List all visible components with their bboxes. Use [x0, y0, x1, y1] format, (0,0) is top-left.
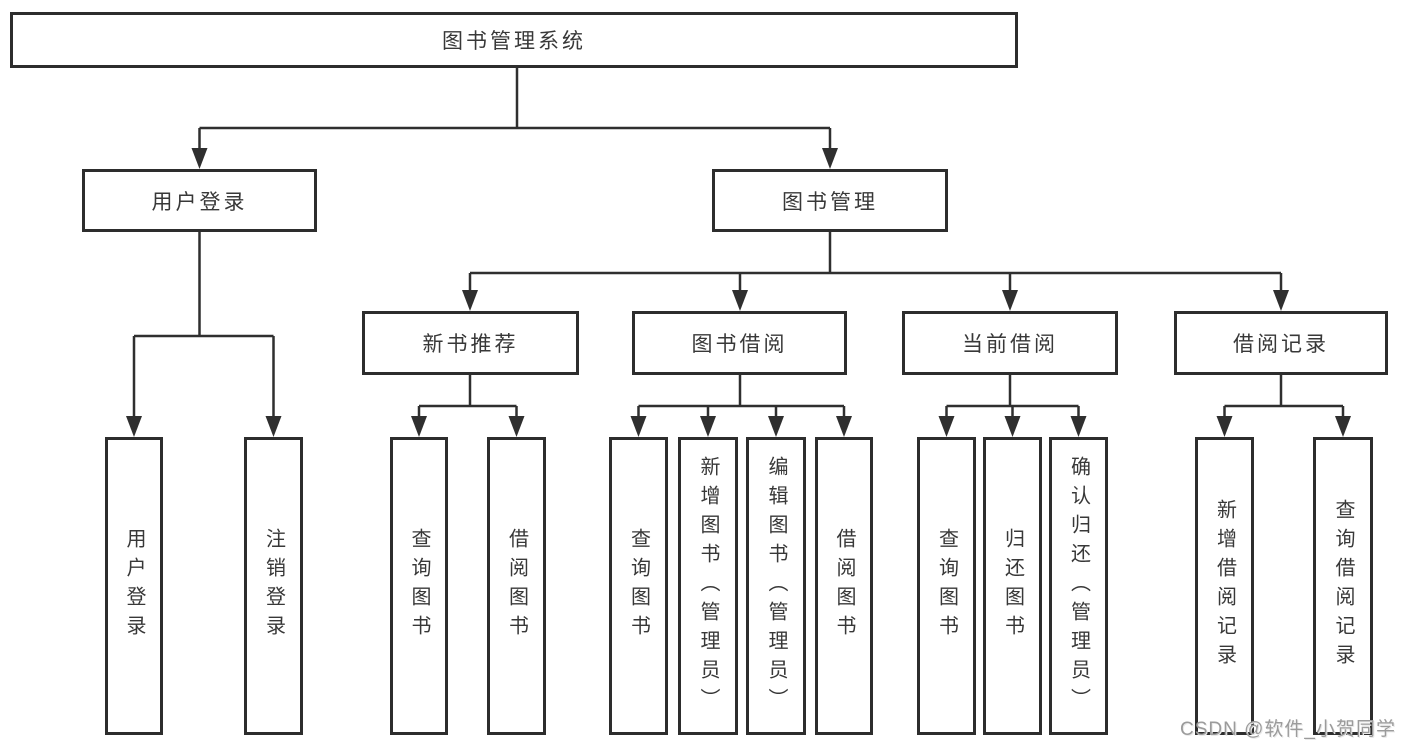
arrow-down-icon: [822, 148, 838, 169]
arrow-down-icon: [191, 148, 208, 169]
node-library-system: 图书管理系统: [10, 12, 1018, 68]
node-label: 查询图书: [935, 528, 958, 644]
node-book-borrow: 图书借阅: [632, 311, 847, 375]
arrow-down-icon: [1335, 416, 1351, 437]
node-label: 确认归还（管理员）: [1067, 455, 1090, 717]
node-label: 图书管理系统: [442, 30, 586, 53]
leaf-query-books-current: 查询图书: [917, 437, 976, 735]
node-borrow-records: 借阅记录: [1174, 311, 1388, 375]
connector-group-current-borrow: [938, 375, 1087, 437]
leaf-borrow-books: 借阅图书: [815, 437, 873, 735]
arrow-down-icon: [462, 290, 478, 311]
leaf-add-book-admin: 新增图书（管理员）: [678, 437, 738, 735]
connector-group-book-borrow: [630, 375, 852, 437]
connector-group-book-management: [462, 232, 1289, 311]
node-label: 查询图书: [408, 528, 430, 644]
connector-group-new-book-recommend: [411, 375, 525, 437]
leaf-logout: 注销登录: [244, 437, 303, 735]
arrow-down-icon: [1004, 416, 1021, 437]
node-label: 图书借阅: [691, 333, 788, 356]
leaf-return-books: 归还图书: [983, 437, 1042, 735]
arrow-down-icon: [836, 416, 852, 437]
arrow-down-icon: [508, 416, 525, 437]
leaf-query-borrow-record: 查询借阅记录: [1313, 437, 1373, 735]
leaf-borrow-books-recommend: 借阅图书: [487, 437, 546, 735]
node-label: 用户登录: [151, 190, 248, 214]
connector-group-root: [191, 68, 838, 169]
arrow-down-icon: [265, 416, 282, 437]
node-label: 图书管理: [782, 190, 878, 214]
node-label: 当前借阅: [962, 333, 1058, 356]
node-label: 编辑图书（管理员）: [765, 455, 787, 717]
watermark: CSDN @软件_小贺同学: [1180, 719, 1396, 740]
arrow-down-icon: [768, 416, 784, 437]
node-label: 借阅图书: [833, 528, 855, 644]
arrow-down-icon: [630, 416, 647, 437]
arrow-down-icon: [126, 416, 142, 437]
leaf-confirm-return-admin: 确认归还（管理员）: [1049, 437, 1108, 735]
leaf-edit-book-admin: 编辑图书（管理员）: [746, 437, 806, 735]
node-label: 借阅图书: [505, 528, 528, 644]
node-label: 注销登录: [262, 528, 285, 644]
arrow-down-icon: [732, 290, 748, 311]
node-label: 借阅记录: [1233, 333, 1329, 356]
node-label: 用户登录: [123, 528, 145, 644]
arrow-down-icon: [700, 416, 716, 437]
node-book-management: 图书管理: [712, 169, 948, 232]
node-new-book-recommend: 新书推荐: [362, 311, 579, 375]
arrow-down-icon: [1216, 416, 1233, 437]
node-label: 归还图书: [1001, 528, 1024, 644]
leaf-add-borrow-record: 新增借阅记录: [1195, 437, 1254, 735]
leaf-query-books-borrow: 查询图书: [609, 437, 668, 735]
node-label: 查询图书: [627, 528, 650, 644]
arrow-down-icon: [938, 416, 955, 437]
node-label: 新书推荐: [422, 333, 519, 356]
arrow-down-icon: [411, 416, 427, 437]
arrow-down-icon: [1273, 290, 1289, 311]
node-label: 新增图书（管理员）: [697, 455, 719, 717]
node-user-login: 用户登录: [82, 169, 317, 232]
node-current-borrow: 当前借阅: [902, 311, 1118, 375]
arrow-down-icon: [1002, 290, 1018, 311]
connector-group-borrow-records: [1216, 375, 1351, 437]
node-label: 新增借阅记录: [1213, 499, 1236, 673]
arrow-down-icon: [1070, 416, 1087, 437]
node-label: 查询借阅记录: [1332, 499, 1354, 673]
connector-group-user-login: [126, 232, 282, 437]
leaf-user-login: 用户登录: [105, 437, 163, 735]
leaf-query-books-recommend: 查询图书: [390, 437, 448, 735]
